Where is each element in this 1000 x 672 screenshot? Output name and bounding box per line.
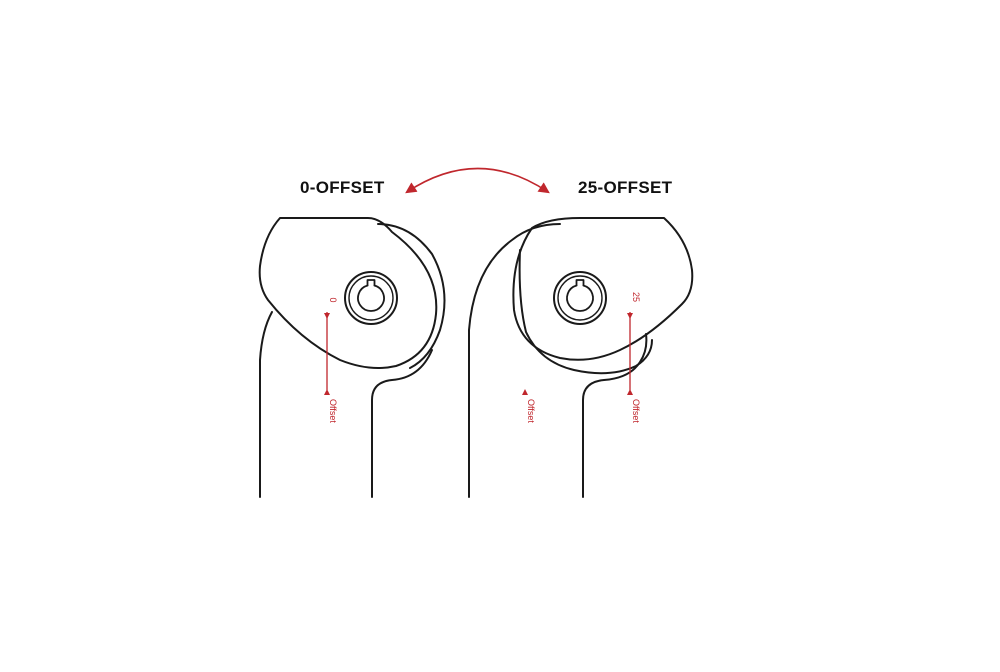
right-clamp-back-rim [518, 249, 653, 375]
left-offset-label: Offset [328, 399, 338, 423]
left-shaft-outline [259, 311, 273, 498]
right-offset-indicator: 25 Offset [627, 292, 641, 423]
right-shaft-outline [468, 223, 561, 498]
right-offset-value: 25 [631, 292, 641, 302]
keyed-bolt-hole-icon [344, 271, 398, 325]
left-offset-value: 0 [328, 297, 338, 302]
right-inner-offset-indicator: Offset [522, 389, 536, 423]
left-shaft-inner-outline [371, 349, 433, 498]
zero-offset-title: 0-OFFSET [300, 178, 385, 197]
right-shaft-inner-outline [582, 333, 648, 498]
left-clamp-head [258, 217, 438, 369]
twenty-five-offset-seatpost [468, 217, 694, 498]
swap-arrow-icon [405, 167, 550, 194]
zero-offset-seatpost [258, 217, 446, 498]
keyed-bolt-hole-icon [553, 271, 607, 325]
right-offset-label: Offset [631, 399, 641, 423]
right-clamp-head [512, 217, 694, 361]
left-offset-indicator: 0 Offset [324, 297, 338, 423]
right-inner-offset-label: Offset [526, 399, 536, 423]
twenty-five-offset-title: 25-OFFSET [578, 178, 673, 197]
left-clamp-back-rim [377, 223, 446, 369]
